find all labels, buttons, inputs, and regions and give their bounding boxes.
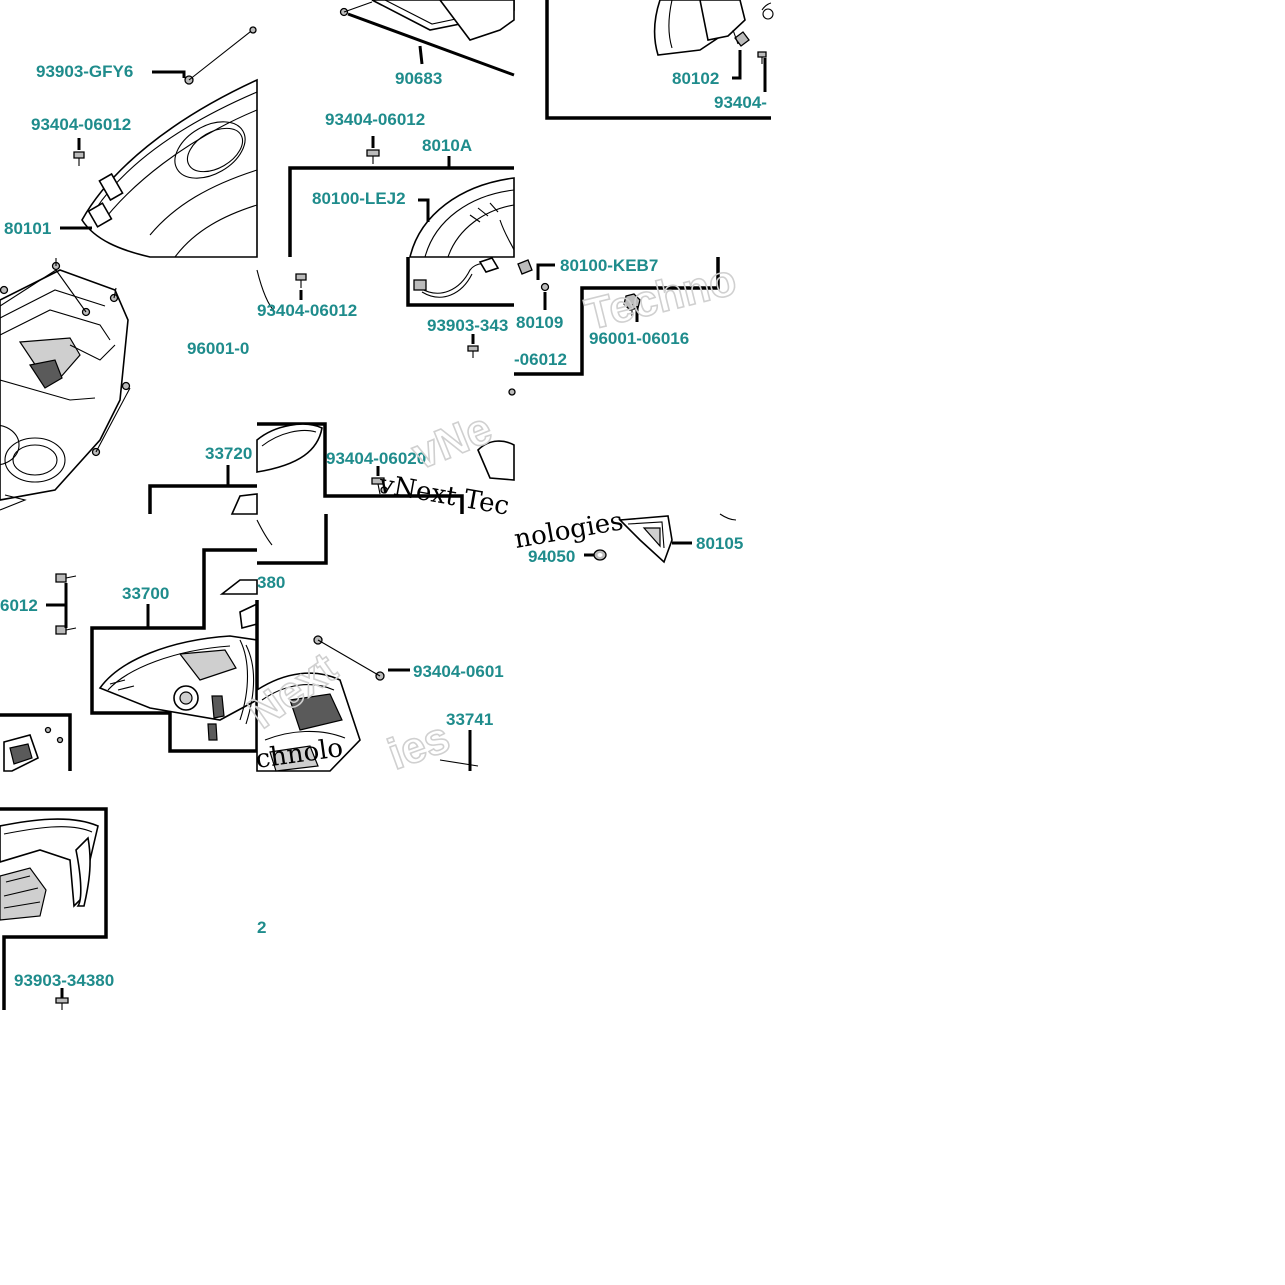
screw-06012-d [295, 273, 307, 288]
fender-frame [288, 166, 514, 257]
leader-90683-line [347, 12, 515, 77]
tail-lamp-top-drawing [219, 579, 258, 595]
screw-343 [467, 345, 479, 358]
label-80101: 80101 [4, 219, 51, 238]
label-96001-0: 96001-0 [187, 339, 249, 358]
bolt-gfy6 [184, 26, 257, 85]
license-cover-drawing [256, 672, 361, 772]
label-93404-06012-a: 93404-06012 [31, 115, 131, 134]
screw-06012-a [73, 151, 85, 166]
tile-tail-lamp: 6012 33700 [0, 548, 258, 772]
rear-fender-drawing [408, 177, 515, 258]
bracket-80105-drawing [618, 513, 737, 564]
screw-lower-edge [508, 388, 516, 396]
tail-housing-drawing [477, 440, 515, 481]
leader-6012-f [46, 583, 68, 628]
label-380: 380 [257, 573, 285, 592]
lamp-edge-drawing [230, 493, 258, 515]
label-93404-06012-b: 93404-06012 [325, 110, 425, 129]
cowl-edge-drawing [256, 269, 276, 313]
label-80100-keb7: 80100-KEB7 [560, 256, 658, 275]
fender-frame-lower [406, 257, 514, 307]
rear-cowl-drawing [81, 78, 258, 258]
label-96001-06016: 96001-06016 [589, 329, 689, 348]
label-33741: 33741 [446, 710, 493, 729]
label-33700: 33700 [122, 584, 169, 603]
tail-lamp-drawing [98, 602, 258, 741]
tile-reflector-lower: 2 93903-34380 [0, 807, 266, 1010]
label-93404-c: 93404- [714, 93, 767, 112]
tile-rear-fender: 90683 93404-06012 8010A 80100-LEJ2 [288, 0, 515, 258]
tile-rear-cowl-inner: 96001-0 33720 [0, 258, 258, 515]
screw-34380 [55, 997, 69, 1010]
leader-lej2 [418, 198, 430, 222]
screw-06012-b [366, 149, 380, 164]
label-80109: 80109 [516, 313, 563, 332]
screw-93404-c [757, 51, 767, 64]
label-93903-343: 93903-343 [427, 316, 508, 335]
tile-lower-cover: 380 93404-0601 33741 Next chnolo ies [239, 514, 504, 780]
label-80100-lej2: 80100-LEJ2 [312, 189, 406, 208]
lens-drawing [256, 423, 323, 473]
tail-lamp-frame [90, 548, 257, 753]
cover-edge-33741 [439, 759, 479, 767]
reflector-drawing [3, 726, 64, 772]
label-80105: 80105 [696, 534, 743, 553]
bracket-80102 [732, 29, 750, 47]
reflector-frame [514, 257, 720, 376]
washer-94050 [593, 549, 607, 561]
screws-06012-f [55, 573, 77, 635]
cowl-edge-lower [256, 519, 273, 546]
reflector-frame-lower [0, 807, 108, 1010]
clip-keb7 [517, 259, 550, 292]
tile-reflector-mount: Techno 80100-KEB7 80109 96001-06016 -060… [508, 254, 742, 396]
screw-06020 [371, 477, 388, 495]
tile-fender-mount: 93404-06012 93903-343 93404-06020 vNe vN… [256, 257, 515, 522]
watermark-vne: vNe [405, 404, 498, 480]
leader-90683 [418, 45, 424, 65]
leader-80102 [732, 50, 742, 80]
label-93404-0601: 93404-0601 [413, 662, 504, 681]
label-06012-e: -06012 [514, 350, 567, 369]
watermark-ies: ies [382, 712, 456, 779]
tile-rear-cowl-left: 93903-GFY6 93404-06012 80101 [4, 26, 258, 258]
seat-cover-drawing [339, 0, 515, 41]
fender-extension-drawing [653, 0, 774, 56]
leader-keb7 [536, 263, 555, 280]
reflector-frame-small [0, 713, 72, 771]
label-94050: 94050 [528, 547, 575, 566]
label-93903-34380: 93903-34380 [14, 971, 114, 990]
label-90683: 90683 [395, 69, 442, 88]
label-93404-06012-d: 93404-06012 [257, 301, 357, 320]
lamp-frame-continuation [257, 514, 328, 565]
label-80102: 80102 [672, 69, 719, 88]
cowl-lower-frame [148, 484, 257, 514]
label-2: 2 [257, 918, 266, 937]
label-8010a: 8010A [422, 136, 472, 155]
label-93404-06020: 93404-06020 [326, 449, 426, 468]
leader-gfy6 [152, 70, 186, 78]
screws-0601 [313, 635, 385, 681]
label-93903-gfy6: 93903-GFY6 [36, 62, 133, 81]
harness-drawing [413, 257, 500, 298]
inner-cowl-screws [0, 258, 131, 457]
inner-cowl-drawing [0, 269, 129, 511]
reflector-lower-drawing [0, 818, 99, 921]
tile-fender-extension: 80102 93404- [545, 0, 774, 120]
label-33720: 33720 [205, 444, 252, 463]
label-6012-f: 6012 [0, 596, 38, 615]
tile-license-bracket: nologies 94050 80105 [512, 506, 743, 566]
extension-frame [545, 0, 771, 120]
